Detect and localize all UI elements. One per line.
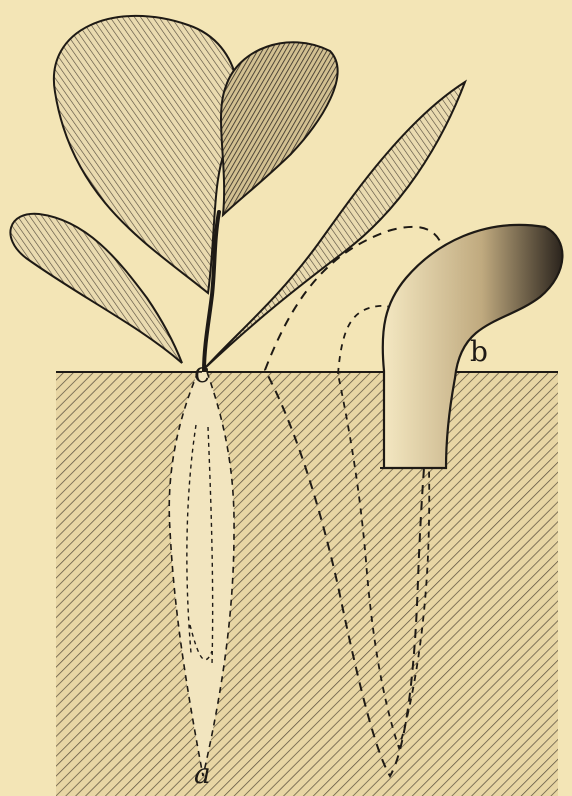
soil-block (56, 372, 558, 796)
label-a: a (194, 757, 211, 790)
label-b: b (470, 335, 488, 368)
plant-leaf-upper-right (221, 42, 338, 215)
label-c: c (194, 356, 210, 389)
